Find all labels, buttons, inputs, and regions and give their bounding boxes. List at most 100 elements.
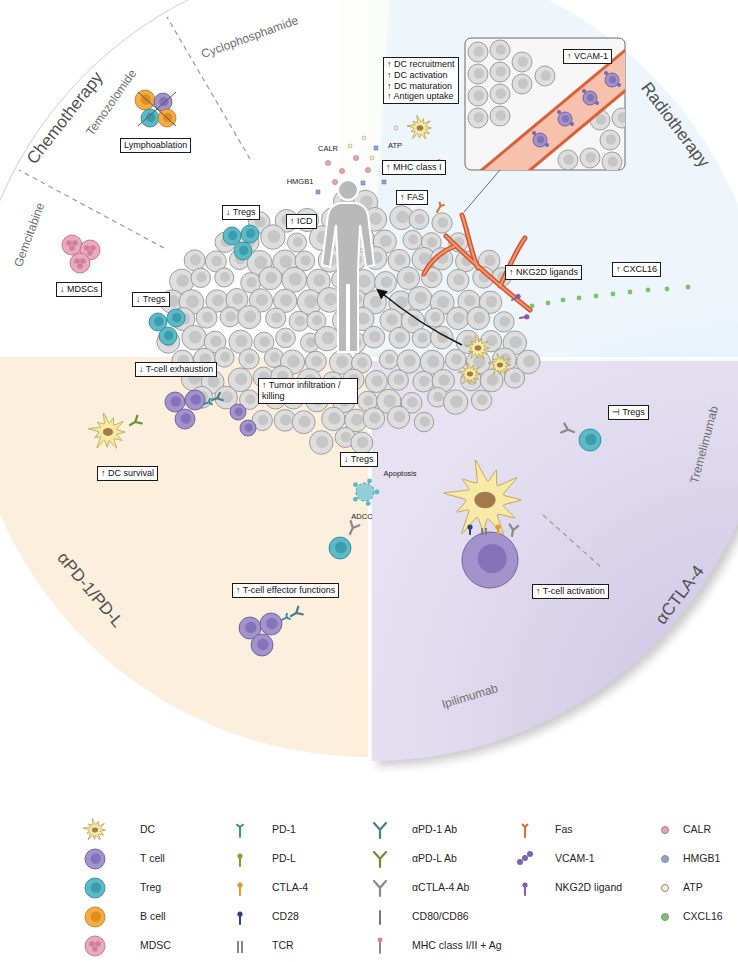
tumor-cell — [438, 217, 449, 228]
tumor-cell — [336, 356, 348, 368]
antibody — [128, 416, 142, 429]
tumor-cell — [239, 349, 259, 369]
legend-text: αPD-1 Ab — [412, 823, 457, 836]
legend-swatch — [661, 913, 669, 921]
tumor-cell — [258, 415, 269, 426]
t-cell — [562, 115, 569, 122]
tumor-cell — [235, 335, 247, 347]
effect-box: ↓ T-cell exhaustion — [135, 362, 217, 377]
dammp-molecules — [353, 155, 358, 160]
tumor-cell — [510, 372, 521, 383]
treg-cell — [223, 227, 241, 245]
tumor-cell — [518, 56, 528, 66]
t-cell — [165, 392, 185, 412]
effect-box: ⊣ Tregs — [608, 405, 649, 420]
annotation-label: ATP — [388, 142, 402, 151]
tumor-cell — [315, 326, 340, 351]
dendritic-cell — [103, 428, 113, 436]
tumor-cell — [490, 40, 510, 60]
legend-text: Treg — [140, 881, 161, 894]
tumor-cell — [369, 331, 380, 342]
tumor-cell — [437, 296, 449, 308]
mdsc-cell — [80, 258, 86, 264]
vessel-inset — [465, 38, 640, 200]
tumor-cell — [415, 292, 427, 304]
tumor-cell — [191, 268, 210, 287]
tumor-cell — [363, 326, 385, 348]
tumor-cell — [313, 274, 325, 286]
t-cell — [185, 390, 205, 410]
tumor-cell — [408, 235, 418, 245]
receptor — [237, 824, 244, 837]
dendritic-cell — [474, 492, 495, 509]
effect-box: ↑ ICD — [286, 214, 317, 229]
tumor-cell — [453, 274, 464, 285]
tumor-cell — [292, 411, 315, 434]
treg-cell — [159, 327, 177, 345]
tumor-cell — [404, 355, 416, 367]
tumor-cell — [600, 130, 620, 150]
tumor-cell — [266, 308, 286, 328]
tumor-cell — [270, 352, 280, 362]
tumor-cell — [280, 294, 292, 306]
antibody — [346, 521, 360, 536]
dendritic-cell — [488, 353, 510, 375]
t-cell — [533, 133, 547, 147]
tumor-cell — [363, 326, 385, 348]
tumor-cell — [215, 348, 234, 367]
tumor-cell — [451, 354, 462, 365]
tumor-cell — [311, 356, 322, 367]
tumor-cell — [518, 78, 528, 88]
blood-vessel — [424, 215, 530, 310]
box-text: ↑ NKG2D ligands — [509, 267, 578, 278]
t-cell — [191, 394, 201, 404]
dendritic-cell — [465, 335, 489, 358]
tumor-cell — [388, 370, 408, 390]
annotation-label: HMGB1 — [287, 178, 314, 187]
tumor-cell — [490, 62, 510, 82]
tumor-mass — [157, 190, 540, 455]
treg-cell — [164, 331, 173, 340]
tumor-cell — [208, 376, 220, 388]
tumor-cell — [386, 314, 398, 326]
tumor-cell — [558, 150, 578, 170]
dendritic-cell — [83, 818, 105, 840]
t-cell — [462, 532, 518, 588]
tumor-cell — [212, 295, 224, 307]
treg-cell — [585, 434, 596, 445]
antibody — [374, 881, 386, 896]
tumor-cell — [287, 355, 300, 368]
box-text: ↑ DC recruitment — [387, 59, 455, 70]
vessel-inset — [582, 89, 586, 93]
tumor-cell — [365, 370, 387, 392]
tumor-cell — [468, 64, 488, 84]
antibody — [374, 823, 386, 838]
effect-box: ↓ Tregs — [222, 205, 260, 220]
tumor-cell — [447, 269, 469, 291]
patient-figure — [338, 180, 358, 200]
tumor-cell — [535, 66, 555, 86]
tumor-cell — [468, 108, 488, 128]
treg-cell — [241, 225, 259, 243]
tumor-cell — [287, 233, 306, 252]
mdsc-cell — [85, 936, 105, 956]
legend-swatch — [661, 884, 669, 892]
receptor — [511, 293, 522, 302]
tumor-cell — [473, 312, 485, 324]
tumor-cell — [413, 371, 434, 392]
legend-text: PD-L — [272, 852, 296, 865]
tumor-cell — [389, 327, 410, 348]
dammp-molecules — [348, 144, 352, 148]
treg-cell — [329, 537, 351, 559]
vessel-inset — [532, 131, 536, 135]
treg-cell — [579, 429, 601, 451]
antibody — [374, 852, 386, 867]
antibody — [561, 423, 576, 436]
mdsc-cell — [95, 941, 101, 947]
tumor-cell — [464, 295, 476, 307]
tumor-cell — [397, 267, 420, 290]
tumor-cell — [427, 355, 439, 367]
apoptotic-cell — [353, 478, 379, 505]
vessel-inset — [545, 143, 549, 147]
tumor-cell — [474, 68, 484, 78]
